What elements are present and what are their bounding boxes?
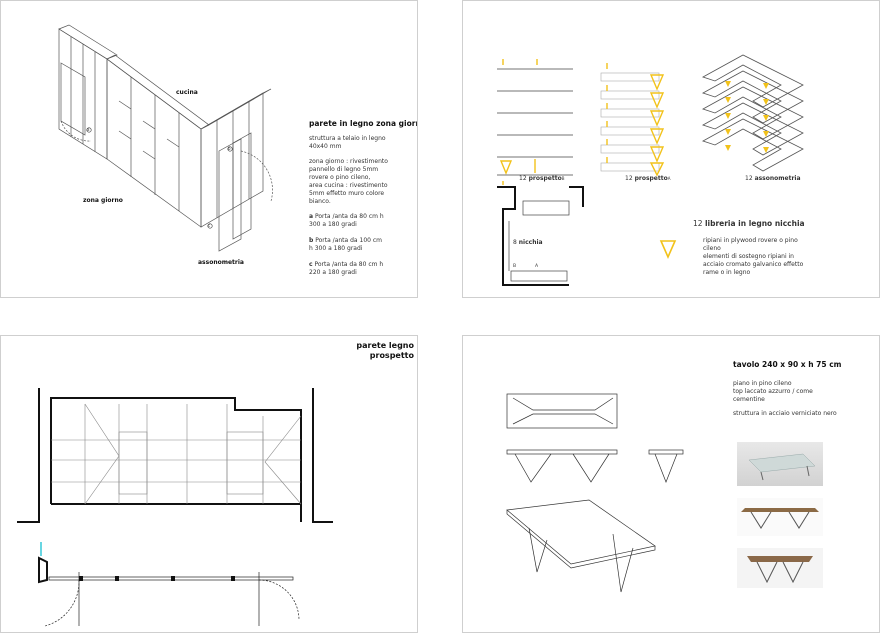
plan-letter-a: A	[535, 264, 539, 269]
marker-a-label: a	[87, 127, 90, 132]
door-b-line-2: h 300 a 180 gradi	[309, 245, 363, 252]
table-spec-1: piano in pino cileno	[733, 380, 792, 387]
shelf-spec-2: cileno	[703, 245, 721, 252]
door-b-line-1: b Porta /anta da 100 cm	[309, 237, 383, 244]
table-spec-4: struttura in acciaio verniciato nero	[733, 410, 837, 417]
marker-c-label: c	[208, 223, 211, 228]
marker-c-circle	[207, 223, 213, 229]
spec-line-7: 5mm effetto muro colore	[309, 190, 385, 197]
spec-line-6: area cucina : rivestimento	[309, 182, 388, 189]
support-legend-symbol	[659, 240, 677, 259]
door-c-line-2: 220 a 180 gradi	[309, 269, 357, 276]
spec-line-8: bianco.	[309, 198, 331, 205]
spec-line-5: rovere o pino cileno,	[309, 174, 371, 181]
sheet4-title: tavolo 240 x 90 x h 75 cm	[733, 360, 842, 369]
shelf-spec-4: acciaio cromato galvanico effetto	[703, 261, 804, 268]
spec-line-1: struttura a telaio in legno	[309, 135, 386, 142]
sheet-parete-zona-giorno: cucina zona giorno assonometria a b c pa…	[0, 0, 418, 298]
shelf-spec-5: rame o in legno	[703, 269, 751, 276]
marker-b-label: b	[228, 146, 231, 151]
table-render-wood	[737, 498, 823, 536]
spec-line-4: pannello di legno 5mm	[309, 166, 379, 173]
table-render-glass	[737, 442, 823, 486]
axonometric-wall-drawing	[58, 24, 273, 252]
sheet-libreria-nicchia: 12 prospettoB 12 prospettoA 12 assonomet…	[462, 0, 880, 298]
axonometric-shelves	[702, 54, 804, 172]
label-assonometria-shelf: 12 assonometria	[745, 175, 801, 182]
plan-letter-b: B	[513, 264, 517, 269]
table-spec-2: top laccato azzurro / come	[733, 388, 813, 395]
label-nicchia: 8 nicchia	[513, 239, 543, 246]
shelf-spec-3: elementi di sostegno ripiani in	[703, 253, 794, 260]
marker-b-circle	[227, 146, 233, 152]
label-prospetto-a: 12 prospettoA	[625, 175, 671, 182]
sheet3-title-2: prospetto	[369, 351, 414, 360]
table-drawings	[506, 393, 684, 593]
label-zona-giorno: zona giorno	[83, 197, 123, 204]
label-assonometria: assonometria	[198, 259, 244, 266]
door-c-line-1: c Porta /anta da 80 cm h	[309, 261, 384, 268]
sheet1-title: parete in legno zona giorno	[309, 119, 418, 128]
spec-line-3: zona giorno : rivestimento	[309, 158, 388, 165]
elevation-a	[600, 72, 660, 172]
door-a-line-1: a Porta /anta da 80 cm h	[309, 213, 384, 220]
marker-a-circle	[86, 127, 92, 133]
sheet2-title: 12 libreria in legno nicchia	[693, 219, 805, 228]
niche-plan	[497, 186, 584, 286]
label-prospetto-b: 12 prospettoB	[519, 175, 565, 182]
sheet3-title-1: parete legno	[356, 341, 414, 350]
table-render-wood-side	[737, 548, 823, 588]
label-cucina: cucina	[176, 89, 198, 96]
table-spec-3: cementine	[733, 396, 765, 403]
elevation-b	[497, 68, 573, 176]
shelf-spec-1: ripiani in plywood rovere o pino	[703, 237, 798, 244]
elevation-wall-drawing	[17, 388, 333, 627]
spec-line-2: 40x40 mm	[309, 143, 342, 150]
door-a-line-2: 300 a 180 gradi	[309, 221, 357, 228]
sheet-parete-prospetto: parete legno prospetto	[0, 335, 418, 633]
sheet-tavolo: tavolo 240 x 90 x h 75 cm piano in pino …	[462, 335, 880, 633]
bookshelf-drawings	[497, 54, 804, 286]
